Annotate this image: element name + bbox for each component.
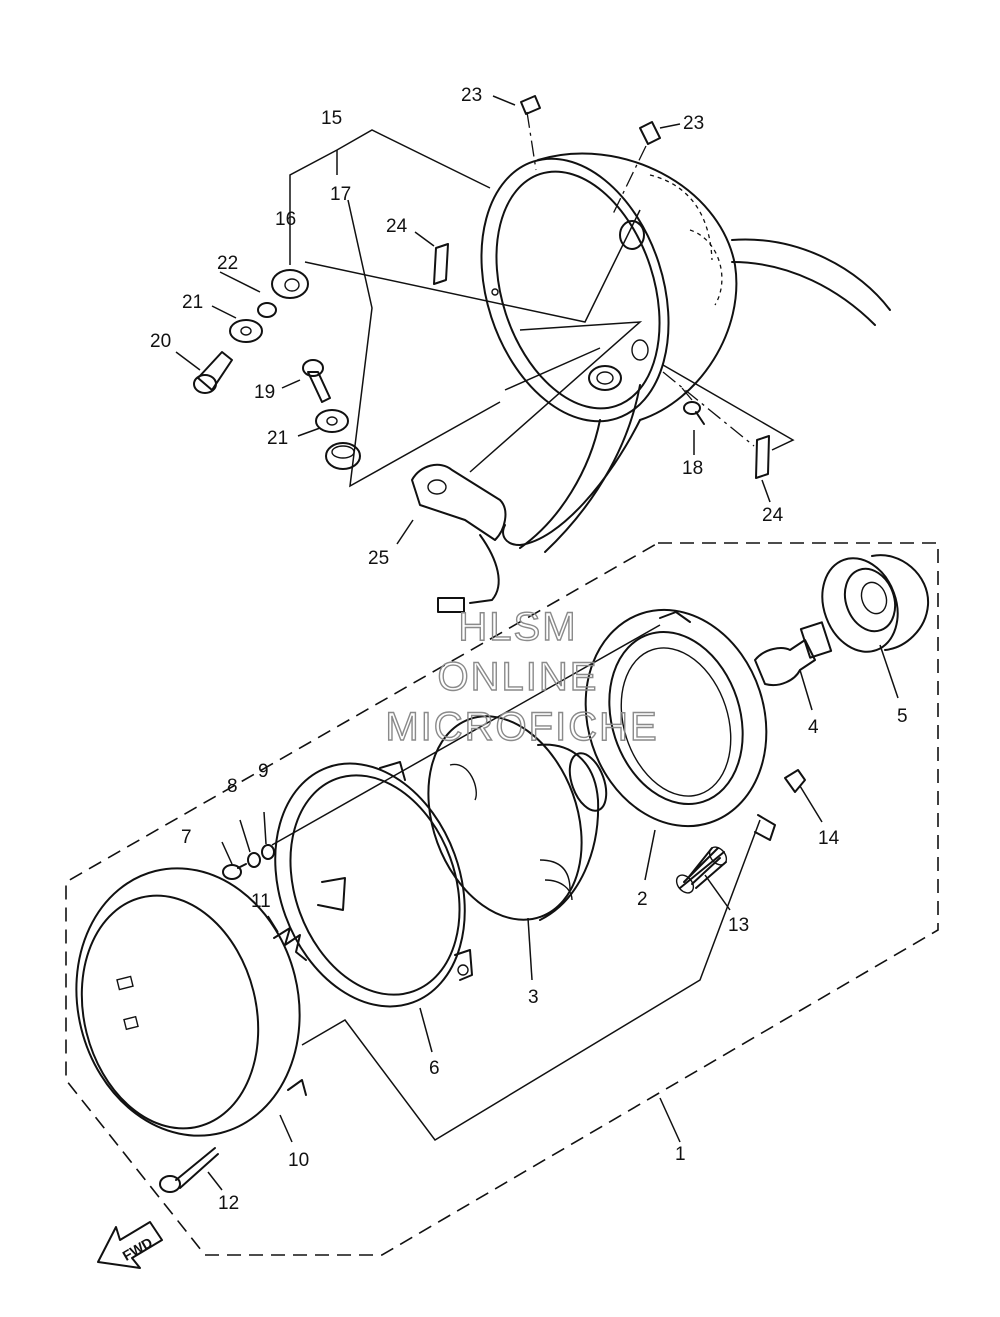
tape-24a (433, 243, 449, 285)
callout-21b[interactable]: 21 (267, 428, 288, 449)
callout-15[interactable]: 15 (321, 108, 342, 129)
callout-22[interactable]: 22 (217, 253, 238, 274)
callout-13[interactable]: 13 (728, 915, 749, 936)
callout-7[interactable]: 7 (181, 827, 192, 848)
callout-23b[interactable]: 23 (683, 113, 704, 134)
bolt-19 (302, 359, 331, 403)
washer-21a (229, 319, 263, 343)
headlight-rim (75, 867, 307, 1137)
washer-21b (315, 409, 349, 433)
callout-5[interactable]: 5 (897, 706, 908, 727)
collar-22 (257, 302, 277, 318)
callout-11[interactable]: 11 (251, 891, 271, 912)
mounting-ring (274, 761, 473, 1008)
callout-4[interactable]: 4 (808, 717, 819, 738)
washer-9 (261, 844, 275, 860)
callout-24a[interactable]: 24 (386, 216, 408, 237)
watermark-line3: MICROFICHE (385, 705, 658, 749)
spring-11 (273, 927, 307, 961)
callout-6[interactable]: 6 (429, 1058, 440, 1079)
clip-14 (784, 769, 806, 793)
callout-18[interactable]: 18 (682, 458, 703, 479)
callout-10[interactable]: 10 (288, 1150, 309, 1171)
fwd-arrow-icon: FWD (97, 1221, 163, 1269)
lens-unit (427, 715, 608, 921)
callout-24b[interactable]: 24 (762, 505, 784, 526)
callout-21a[interactable]: 21 (182, 292, 203, 313)
callout-14[interactable]: 14 (818, 828, 840, 849)
callout-8[interactable]: 8 (227, 776, 238, 797)
spring-washer-8 (247, 852, 261, 868)
bulb (754, 621, 833, 686)
callout-12[interactable]: 12 (218, 1193, 239, 1214)
fwd-label: FWD (120, 1234, 156, 1264)
socket-cover (821, 554, 930, 653)
callout-9[interactable]: 9 (258, 761, 269, 782)
screw-12 (159, 1147, 219, 1193)
clip-23b (639, 121, 661, 145)
callout-2[interactable]: 2 (637, 889, 648, 910)
screw-18 (683, 401, 705, 425)
socket-bracket (411, 463, 507, 613)
tape-24b (755, 435, 770, 479)
watermark: HLSM ONLINE MICROFICHE (385, 604, 658, 749)
callout-19[interactable]: 19 (254, 382, 275, 403)
watermark-line2: ONLINE (438, 655, 599, 699)
callout-labels: 1 2 3 4 5 6 7 8 9 10 11 12 13 14 15 16 1… (150, 85, 908, 1214)
watermark-line1: HLSM (458, 605, 577, 649)
callout-3[interactable]: 3 (528, 987, 539, 1008)
callout-1[interactable]: 1 (675, 1144, 686, 1165)
reflector-housing (584, 608, 776, 841)
callout-20[interactable]: 20 (150, 331, 171, 352)
headlight-housing (480, 152, 891, 553)
clip-23a (520, 95, 541, 115)
callout-16[interactable]: 16 (275, 209, 296, 230)
callout-25[interactable]: 25 (368, 548, 389, 569)
grommet-16 (271, 269, 309, 299)
callout-23a[interactable]: 23 (461, 85, 482, 106)
spring-13 (675, 846, 728, 894)
callout-17[interactable]: 17 (330, 184, 351, 205)
bolt-20 (193, 351, 233, 394)
assembly-boundary (65, 542, 939, 1256)
screw-7 (222, 863, 247, 880)
